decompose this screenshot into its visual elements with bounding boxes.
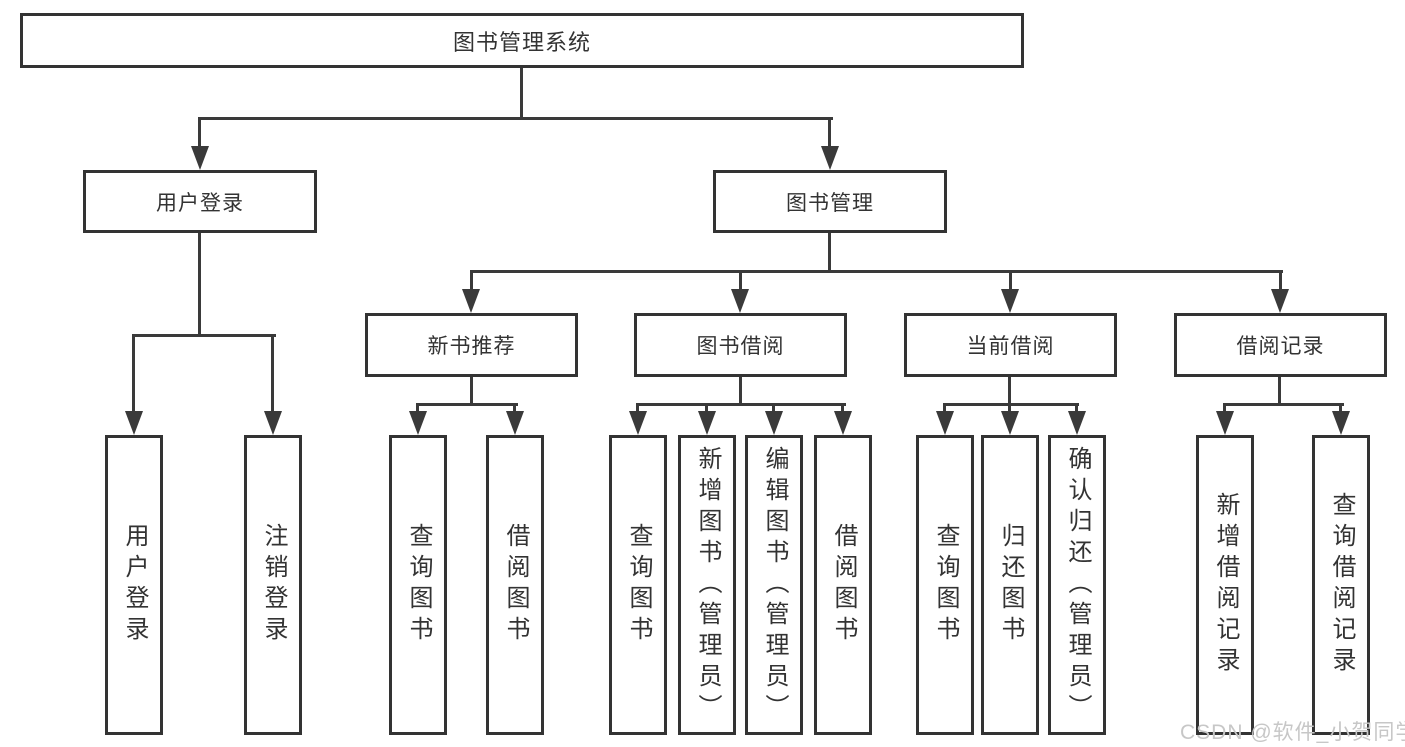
- connector-login-drop-1: [132, 334, 135, 413]
- node-user-login: 用户登录: [83, 170, 317, 233]
- leaf-add-books-admin: 新增图书（管理员）: [678, 435, 736, 735]
- arrowhead-to-leaf-add-books: [698, 411, 716, 435]
- node-current-borrowing: 当前借阅: [904, 313, 1117, 377]
- leaf-borrow-books-recommend: 借阅图书: [486, 435, 544, 735]
- leaf-query-books-borrowing: 查询图书: [609, 435, 667, 735]
- arrowhead-to-leaf-user-login: [125, 411, 143, 435]
- arrowhead-to-user-login: [191, 146, 209, 170]
- connector-mgmt-rail: [470, 270, 1283, 273]
- arrowhead-to-leaf-borrow-books: [834, 411, 852, 435]
- connector-borrowing-drop-3: [772, 403, 775, 414]
- node-label: 查询借阅记录: [1328, 492, 1355, 678]
- connector-recommend-stem: [470, 377, 473, 406]
- connector-root-rail: [198, 117, 833, 120]
- connector-records-rail: [1224, 403, 1344, 406]
- arrowhead-to-new-book-recommend: [462, 289, 480, 313]
- node-borrowing-records: 借阅记录: [1174, 313, 1387, 377]
- node-label: 注销登录: [260, 523, 287, 647]
- node-label: 新书推荐: [427, 335, 516, 358]
- connector-borrowing-drop-1: [636, 403, 639, 414]
- arrowhead-to-leaf-query-books-current: [936, 411, 954, 435]
- arrowhead-to-leaf-query-books-borrowing: [629, 411, 647, 435]
- connector-current-rail: [944, 403, 1079, 406]
- connector-root-drop-right: [828, 117, 831, 148]
- node-label: 借阅图书: [830, 523, 857, 647]
- arrowhead-to-book-management: [821, 146, 839, 170]
- leaf-user-login: 用户登录: [105, 435, 163, 735]
- arrowhead-to-leaf-query-books-recommend: [409, 411, 427, 435]
- arrowhead-to-leaf-edit-books: [765, 411, 783, 435]
- csdn-watermark: CSDN @软件_小贺同学: [1180, 721, 1405, 744]
- leaf-logout: 注销登录: [244, 435, 302, 735]
- connector-current-stem: [1008, 377, 1011, 406]
- connector-recommend-rail: [417, 403, 518, 406]
- arrowhead-to-leaf-confirm-return: [1068, 411, 1086, 435]
- connector-login-stem: [198, 233, 201, 337]
- node-label: 查询图书: [625, 523, 652, 647]
- connector-current-drop-2: [1008, 403, 1011, 414]
- connector-borrowing-drop-2: [705, 403, 708, 414]
- connector-mgmt-stem: [828, 233, 831, 273]
- connector-recommend-drop-1: [416, 403, 419, 414]
- node-label: 编辑图书（管理员）: [761, 445, 788, 725]
- node-root-library-system: 图书管理系统: [20, 13, 1024, 68]
- node-label: 借阅记录: [1236, 335, 1325, 358]
- connector-recommend-drop-2: [513, 403, 516, 414]
- node-new-book-recommend: 新书推荐: [365, 313, 578, 377]
- connector-mgmt-drop-2: [739, 270, 742, 292]
- node-book-borrowing: 图书借阅: [634, 313, 847, 377]
- node-label: 图书管理: [786, 191, 874, 215]
- node-label: 用户登录: [156, 191, 244, 215]
- node-label: 当前借阅: [966, 335, 1055, 358]
- leaf-return-books: 归还图书: [981, 435, 1039, 735]
- leaf-add-borrow-record: 新增借阅记录: [1196, 435, 1254, 735]
- connector-mgmt-drop-1: [470, 270, 473, 292]
- node-label: 新增图书（管理员）: [694, 445, 721, 725]
- connector-mgmt-drop-4: [1279, 270, 1282, 292]
- connector-borrowing-stem: [739, 377, 742, 406]
- arrowhead-to-book-borrowing: [731, 289, 749, 313]
- node-label: 归还图书: [997, 523, 1024, 647]
- arrowhead-to-leaf-borrow-books-recommend: [506, 411, 524, 435]
- connector-records-drop-1: [1223, 403, 1226, 414]
- connector-borrowing-rail: [637, 403, 846, 406]
- node-label: 图书借阅: [696, 335, 785, 358]
- leaf-edit-books-admin: 编辑图书（管理员）: [745, 435, 803, 735]
- node-label: 确认归还（管理员）: [1064, 445, 1091, 725]
- connector-records-drop-2: [1339, 403, 1342, 414]
- node-label: 查询图书: [405, 523, 432, 647]
- connector-root-stem: [520, 68, 523, 120]
- node-label: 图书管理系统: [452, 29, 591, 55]
- arrowhead-to-leaf-query-borrow-record: [1332, 411, 1350, 435]
- connector-mgmt-drop-3: [1009, 270, 1012, 292]
- connector-login-drop-2: [271, 334, 274, 413]
- arrowhead-to-current-borrowing: [1001, 289, 1019, 313]
- node-label: 用户登录: [121, 523, 148, 647]
- connector-root-drop-left: [198, 117, 201, 148]
- leaf-query-books-current: 查询图书: [916, 435, 974, 735]
- connector-borrowing-drop-4: [841, 403, 844, 414]
- leaf-borrow-books: 借阅图书: [814, 435, 872, 735]
- leaf-query-books-recommend: 查询图书: [389, 435, 447, 735]
- connector-records-stem: [1278, 377, 1281, 406]
- leaf-confirm-return-admin: 确认归还（管理员）: [1048, 435, 1106, 735]
- node-book-management: 图书管理: [713, 170, 947, 233]
- connector-login-rail: [133, 334, 276, 337]
- arrowhead-to-leaf-logout: [264, 411, 282, 435]
- node-label: 借阅图书: [502, 523, 529, 647]
- connector-current-drop-1: [943, 403, 946, 414]
- arrowhead-to-leaf-return-books: [1001, 411, 1019, 435]
- arrowhead-to-leaf-add-borrow-record: [1216, 411, 1234, 435]
- arrowhead-to-borrowing-records: [1271, 289, 1289, 313]
- node-label: 查询图书: [932, 523, 959, 647]
- leaf-query-borrow-record: 查询借阅记录: [1312, 435, 1370, 735]
- connector-current-drop-3: [1075, 403, 1078, 414]
- node-label: 新增借阅记录: [1212, 492, 1239, 678]
